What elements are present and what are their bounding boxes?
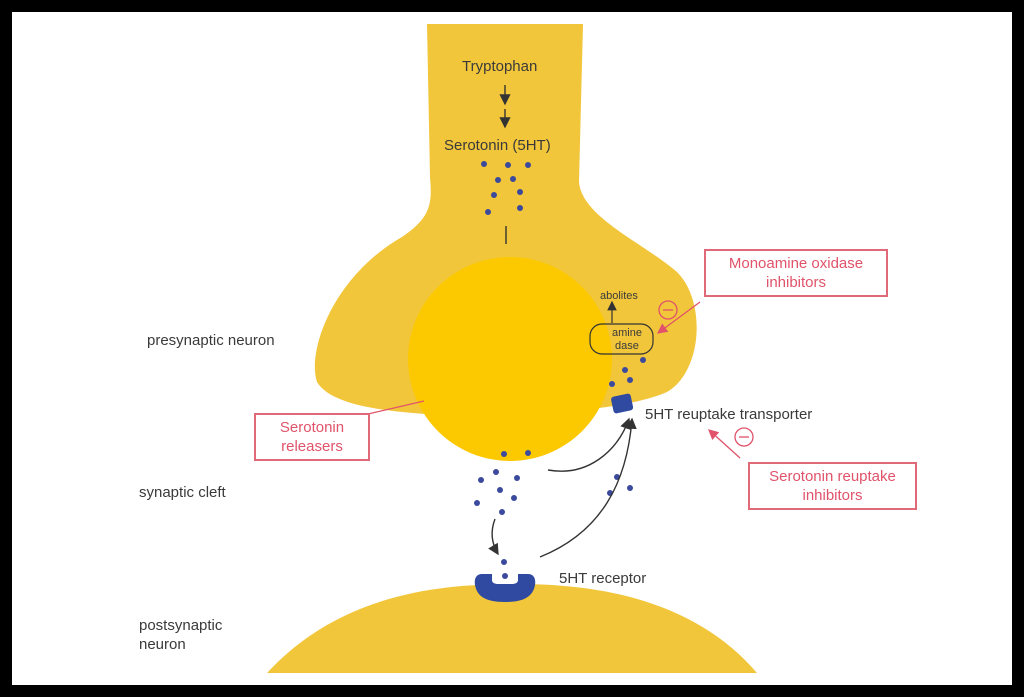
tryptophan-label: Tryptophan — [462, 58, 538, 75]
serotonin-releasers-callout: Serotonin releasers — [254, 413, 370, 461]
ssri-inhibition-minus-icon — [734, 427, 754, 447]
mao-enzyme-label: amine dase — [612, 327, 642, 352]
reuptake-arrow-receptor — [539, 417, 637, 558]
mao-inhibition-minus-icon — [658, 300, 678, 320]
bound-serotonin — [502, 573, 508, 579]
mao-enzyme-shape — [589, 323, 654, 355]
serotonin-molecules-cleft — [474, 450, 633, 565]
reuptake-transporter[interactable] — [611, 393, 634, 414]
presynaptic-neuron-label: presynaptic neuron — [147, 332, 275, 349]
diagram-graphics — [267, 24, 757, 673]
ssri-callout: Serotonin reuptake inhibitors — [748, 462, 917, 510]
ssri-arrow — [708, 429, 741, 459]
reuptake-arrow-cleft — [547, 417, 631, 472]
vesicle-circle — [408, 257, 612, 461]
postsynaptic-neuron-shape — [267, 584, 757, 673]
serotonin-molecules-terminal — [609, 357, 646, 387]
5ht-receptor-label: 5HT receptor — [559, 570, 647, 587]
synaptic-cleft-label: synaptic cleft — [139, 484, 226, 501]
mao-inhibitors-line2: inhibitors — [765, 274, 827, 291]
5ht-receptor[interactable] — [474, 574, 536, 602]
serotonin-molecules-axon — [481, 161, 531, 215]
mao-inhibitor-arrow — [656, 301, 701, 334]
diagram-canvas: Tryptophan Serotonin (5HT) presynaptic n… — [12, 12, 1012, 685]
5ht-transporter-label: 5HT reuptake transporter — [645, 406, 813, 423]
releasers-pointer — [367, 400, 425, 415]
postsynaptic-neuron-label: postsynaptic neuron — [139, 616, 222, 654]
serotonin-releasers-line1: Serotonin — [279, 419, 345, 436]
metabolites-label: abolites — [600, 290, 638, 302]
ssri-line1: Serotonin reuptake — [769, 468, 896, 485]
mao-inhibitors-callout: Monoamine oxidase inhibitors — [704, 249, 888, 297]
ssri-line2: inhibitors — [802, 487, 863, 504]
mao-inhibitors-line1: Monoamine oxidase — [728, 255, 864, 272]
serotonin-releasers-line2: releasers — [281, 438, 343, 455]
postsynaptic-label-line2: neuron — [139, 636, 186, 653]
release-arrow — [488, 518, 499, 556]
serotonin-label: Serotonin (5HT) — [444, 137, 551, 154]
postsynaptic-label-line1: postsynaptic — [139, 617, 223, 634]
